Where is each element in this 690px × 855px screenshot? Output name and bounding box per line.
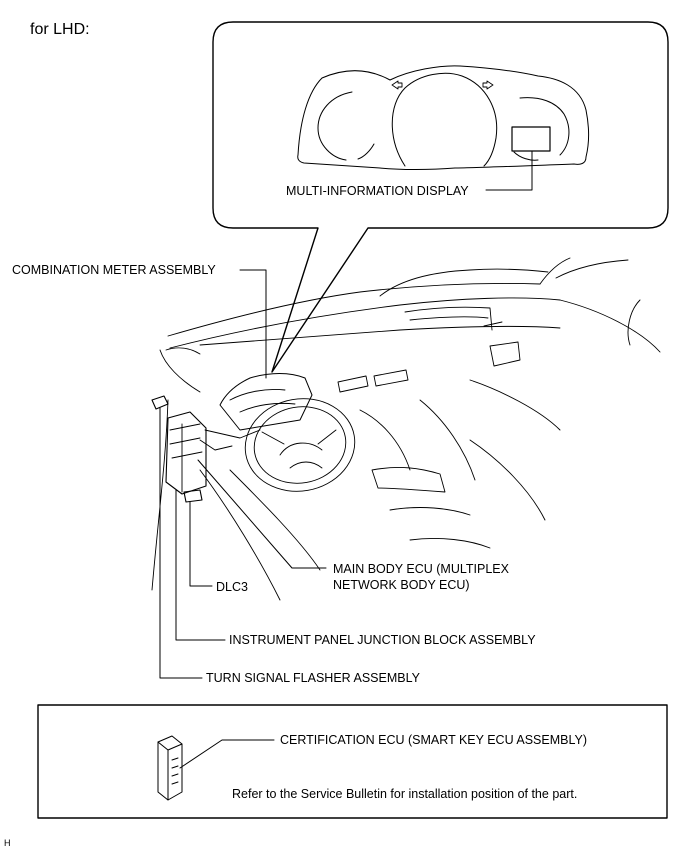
left-gauge-arc (317, 91, 375, 161)
combination-meter-leader (239, 269, 267, 379)
junction-block-leader (175, 489, 226, 641)
label-main-body-ecu-line2: NETWORK BODY ECU) (333, 578, 470, 592)
steering-wheel (244, 398, 356, 492)
meter-cluster-outline (297, 65, 590, 170)
mid-leader-line (485, 150, 533, 191)
combination-meter-housing (219, 373, 313, 431)
turn-signal-flasher-leader (159, 407, 203, 679)
label-certification-ecu: CERTIFICATION ECU (SMART KEY ECU ASSEMBL… (280, 733, 588, 747)
right-arrow-icon (482, 80, 494, 90)
refer-note: Refer to the Service Bulletin for instal… (232, 787, 578, 801)
callout-bubble (212, 21, 669, 373)
label-combination-meter: COMBINATION METER ASSEMBLY (12, 263, 216, 277)
dashboard-drawing (151, 257, 661, 601)
footer-code: H (4, 838, 11, 848)
certification-ecu-leader (179, 739, 275, 769)
right-gauge-arc (513, 97, 570, 161)
certification-ecu-box (37, 704, 668, 819)
label-main-body-ecu-line1: MAIN BODY ECU (MULTIPLEX (333, 562, 509, 576)
page-title: for LHD: (30, 21, 90, 38)
label-multi-information-display: MULTI-INFORMATION DISPLAY (286, 184, 469, 198)
multi-information-display-rect (511, 126, 551, 152)
left-arrow-icon (391, 80, 403, 90)
label-junction-block: INSTRUMENT PANEL JUNCTION BLOCK ASSEMBLY (229, 633, 536, 647)
dlc3-connector (183, 489, 203, 503)
dlc3-leader (189, 501, 213, 587)
label-dlc3: DLC3 (216, 580, 248, 594)
main-body-ecu-leader (197, 459, 327, 569)
turn-signal-flasher (151, 395, 169, 410)
center-gauge-arc (391, 72, 498, 167)
label-turn-signal-flasher: TURN SIGNAL FLASHER ASSEMBLY (206, 671, 420, 685)
certification-ecu-module (157, 735, 183, 801)
junction-block (165, 411, 207, 495)
